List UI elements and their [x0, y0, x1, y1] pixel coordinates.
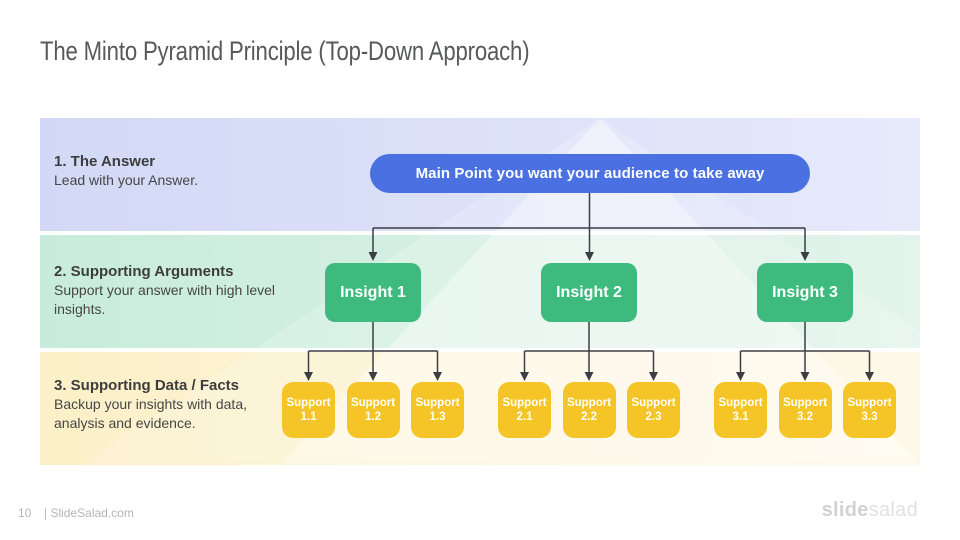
insight-2-node: Insight 2	[541, 263, 637, 322]
support-number: 1.2	[365, 411, 381, 423]
row-label-arguments: 2. Supporting Arguments Support your ans…	[54, 262, 282, 319]
support-1-1-node: Support 1.1	[282, 382, 335, 438]
support-word: Support	[847, 397, 892, 409]
support-number: 1.1	[300, 411, 317, 423]
main-point-node: Main Point you want your audience to tak…	[370, 154, 810, 193]
page-number: 10	[18, 506, 32, 520]
support-3-1-node: Support 3.1	[714, 382, 767, 438]
row-description: Backup your insights with data, analysis…	[54, 396, 247, 431]
support-number: 3.2	[797, 411, 813, 423]
row-heading: 3. Supporting Data / Facts	[54, 377, 240, 394]
footer-brand: | SlideSalad.com	[44, 506, 134, 520]
row-description: Support your answer with high level insi…	[54, 282, 276, 317]
support-word: Support	[350, 397, 396, 409]
support-word: Support	[286, 397, 331, 409]
support-number: 2.1	[516, 411, 533, 423]
support-2-2-node: Support 2.2	[562, 382, 616, 438]
slidesalad-logo: slidesalad	[822, 499, 918, 522]
support-3-2-node: Support 3.2	[778, 382, 832, 438]
support-number: 3.3	[861, 411, 878, 423]
row-heading: 2. Supporting Arguments	[54, 263, 234, 280]
support-word: Support	[631, 397, 676, 409]
support-number: 3.1	[732, 411, 749, 423]
page-title: The Minto Pyramid Principle (Top-Down Ap…	[40, 36, 530, 66]
row-label-answer: 1. The Answer Lead with your Answer.	[54, 152, 282, 190]
support-word: Support	[782, 397, 828, 409]
support-1-2-node: Support 1.2	[346, 382, 400, 438]
support-word: Support	[566, 397, 612, 409]
insight-3-node: Insight 3	[757, 263, 853, 322]
support-number: 1.3	[429, 411, 446, 423]
row-label-data: 3. Supporting Data / Facts Backup your i…	[54, 376, 282, 433]
logo-light-part: salad	[868, 499, 918, 521]
row-heading: 1. The Answer	[54, 153, 156, 170]
support-word: Support	[502, 397, 547, 409]
support-2-1-node: Support 2.1	[498, 382, 551, 438]
support-number: 2.2	[581, 411, 597, 423]
support-2-3-node: Support 2.3	[627, 382, 680, 438]
support-3-3-node: Support 3.3	[843, 382, 896, 438]
insight-1-node: Insight 1	[325, 263, 421, 322]
support-number: 2.3	[645, 411, 662, 423]
row-description: Lead with your Answer.	[54, 172, 198, 188]
support-1-3-node: Support 1.3	[411, 382, 464, 438]
logo-bold-part: slide	[821, 499, 869, 521]
support-word: Support	[718, 397, 763, 409]
support-word: Support	[415, 397, 460, 409]
